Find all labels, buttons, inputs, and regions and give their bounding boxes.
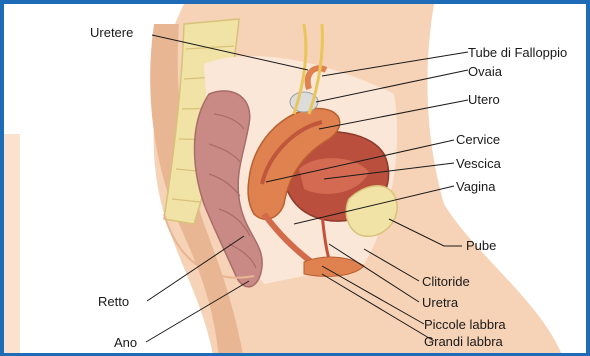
label-vescica: Vescica	[456, 156, 501, 171]
label-ovaia: Ovaia	[468, 64, 502, 79]
label-piccole-labbra: Piccole labbra	[424, 317, 506, 332]
label-utero: Utero	[468, 92, 500, 107]
label-uretere: Uretere	[90, 25, 133, 40]
label-ano: Ano	[114, 335, 137, 350]
label-clitoride: Clitoride	[422, 274, 470, 289]
label-grandi-labbra: Grandi labbra	[424, 334, 503, 349]
label-pube: Pube	[466, 238, 496, 253]
label-cervice: Cervice	[456, 132, 500, 147]
label-retto: Retto	[98, 294, 129, 309]
label-tube: Tube di Falloppio	[468, 45, 567, 60]
label-uretra: Uretra	[422, 295, 458, 310]
label-vagina: Vagina	[456, 179, 496, 194]
